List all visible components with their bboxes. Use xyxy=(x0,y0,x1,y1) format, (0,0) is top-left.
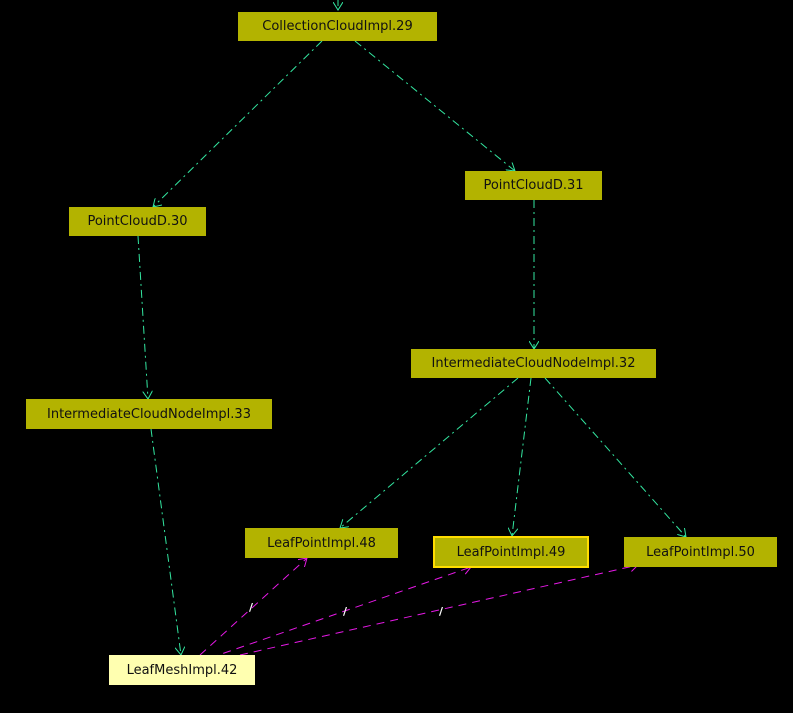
node-label: PointCloudD.30 xyxy=(87,214,188,229)
edge-n42-n50 xyxy=(239,565,638,656)
edge-n30-n33 xyxy=(137,235,148,399)
node-collection-cloud-29[interactable]: CollectionCloudImpl.29 xyxy=(238,12,437,41)
node-leaf-mesh-42[interactable]: LeafMeshImpl.42 xyxy=(109,655,255,685)
node-point-cloud-31[interactable]: PointCloudD.31 xyxy=(465,171,602,200)
node-label: IntermediateCloudNodeImpl.33 xyxy=(47,406,251,422)
edge-n33-n42 xyxy=(150,428,181,655)
edge-n42-n49 xyxy=(209,567,471,659)
edge-n29-n31 xyxy=(354,40,515,171)
edge-label-42-50: / xyxy=(439,605,444,618)
edge-n32-n49 xyxy=(512,377,532,536)
node-intermediate-32[interactable]: IntermediateCloudNodeImpl.32 xyxy=(411,349,656,378)
edge-label-42-48: / xyxy=(249,601,254,614)
node-leaf-point-48[interactable]: LeafPointImpl.48 xyxy=(245,528,398,558)
node-label: PointCloudD.31 xyxy=(483,178,584,193)
node-label: LeafPointImpl.48 xyxy=(267,535,376,551)
edge-n32-n50 xyxy=(544,377,686,537)
node-label: CollectionCloudImpl.29 xyxy=(262,19,413,34)
node-leaf-point-49[interactable]: LeafPointImpl.49 xyxy=(433,536,589,568)
node-label: LeafPointImpl.50 xyxy=(646,544,755,560)
edge-label-42-49: / xyxy=(343,605,348,618)
edge-n29-n30 xyxy=(153,40,323,207)
node-intermediate-33[interactable]: IntermediateCloudNodeImpl.33 xyxy=(26,399,272,429)
node-label: IntermediateCloudNodeImpl.32 xyxy=(431,356,636,371)
edge-n32-n48 xyxy=(340,377,519,528)
node-leaf-point-50[interactable]: LeafPointImpl.50 xyxy=(624,537,777,567)
edge-n42-n48 xyxy=(199,558,307,656)
node-point-cloud-30[interactable]: PointCloudD.30 xyxy=(69,207,206,236)
node-label: LeafMeshImpl.42 xyxy=(126,662,238,678)
node-label: LeafPointImpl.49 xyxy=(456,544,566,560)
